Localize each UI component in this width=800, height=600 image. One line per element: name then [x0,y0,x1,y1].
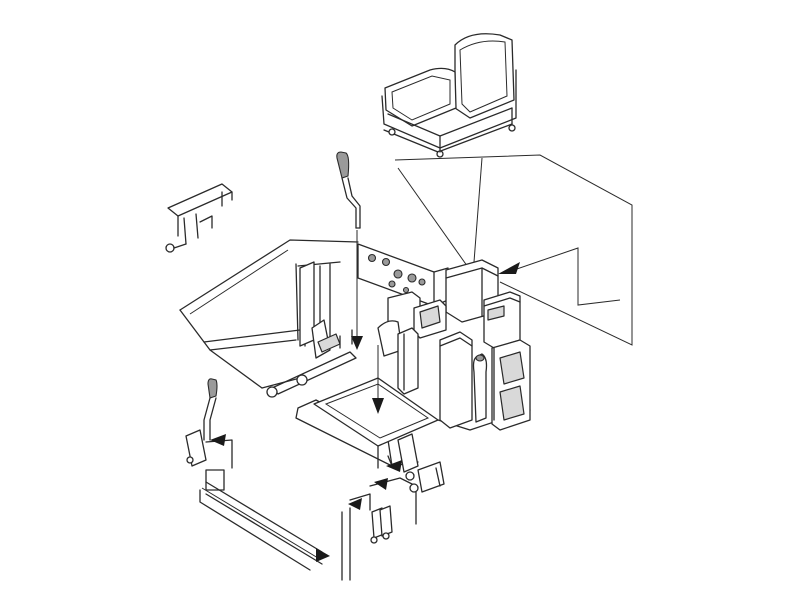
instrument-console [445,259,531,431]
center-equipment [377,291,488,429]
rudder-bar-arrow [316,548,330,562]
floor-tub [179,239,359,389]
front-brackets [387,433,445,493]
rudder-pedal-linkage [341,477,417,581]
seat [381,33,517,158]
rudder-bar [199,469,323,571]
pedal-box [266,261,357,398]
control-lever-upper [336,151,361,336]
lower-lever-arrow [210,434,226,446]
linkage-arrow-1 [348,498,362,510]
floor-arrow [372,398,384,414]
control-lever-lower [185,378,233,469]
tray [165,183,233,253]
seat-guide-lines [394,154,633,346]
upper-lever-arrow [351,336,363,350]
bracket-arrow [386,460,402,472]
linkage-arrow-2 [374,478,388,490]
seat-arrow [498,262,520,274]
